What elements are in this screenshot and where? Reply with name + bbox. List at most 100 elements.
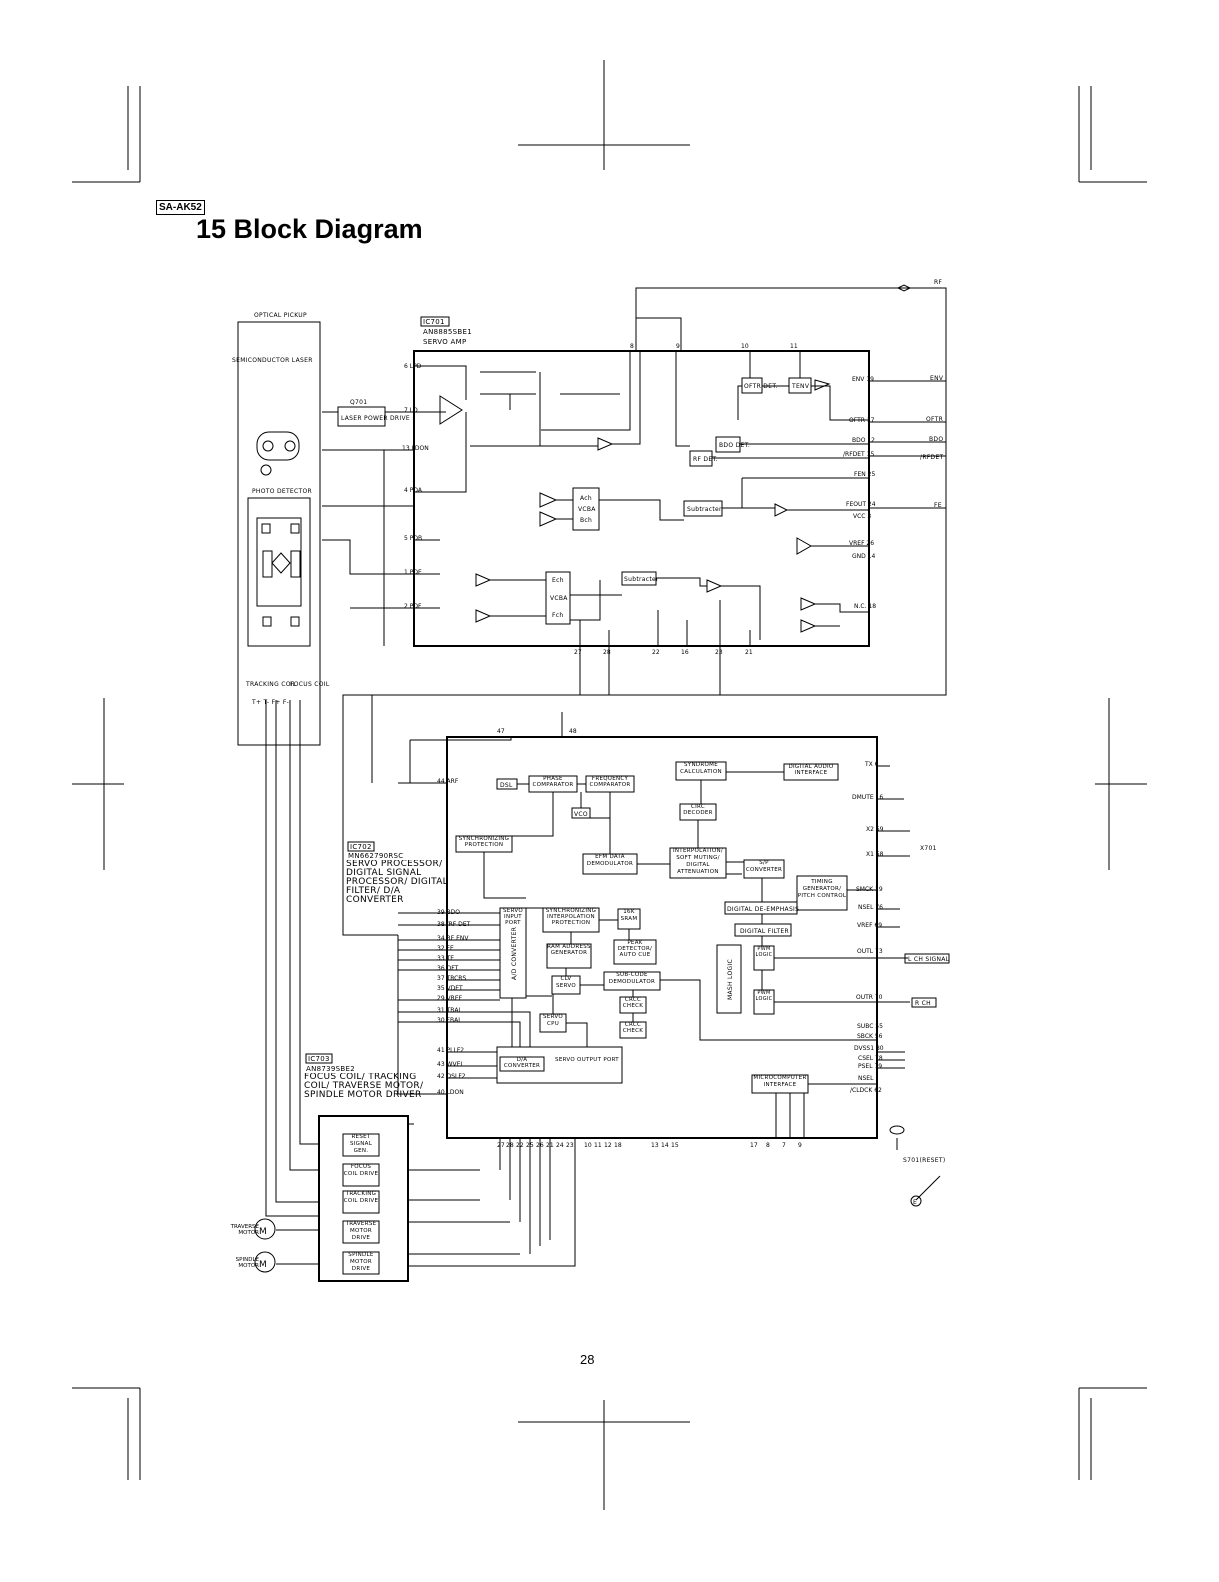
svg-text:Subtracter: Subtracter xyxy=(624,576,659,583)
svg-text:DIGITAL FILTER: DIGITAL FILTER xyxy=(740,928,789,935)
svg-text:13 LDON: 13 LDON xyxy=(402,445,429,452)
svg-text:42 DSLF2: 42 DSLF2 xyxy=(437,1073,466,1080)
svg-text:X1 58: X1 58 xyxy=(866,851,884,858)
svg-text:CSEL 78: CSEL 78 xyxy=(858,1055,883,1062)
svg-text:16: 16 xyxy=(681,649,689,656)
svg-text:31 TBAL: 31 TBAL xyxy=(437,1007,462,1014)
svg-text:Bch: Bch xyxy=(580,517,592,524)
ic701: IC701 AN8885SBE1 SERVO AMP OFTR DET. TEN… xyxy=(383,316,876,656)
spindle-motor-label: SPINDLE MOTOR xyxy=(235,1257,259,1269)
s701-reset xyxy=(889,1125,941,1207)
svg-text:PSEL 79: PSEL 79 xyxy=(858,1063,882,1070)
svg-text:36 OFT: 36 OFT xyxy=(437,965,459,972)
svg-text:8: 8 xyxy=(630,343,634,350)
svg-text:44 ARF: 44 ARF xyxy=(437,778,459,785)
lch-label: L CH SIGNAL xyxy=(908,956,950,963)
bdo-out-label: BDO xyxy=(929,436,943,443)
svg-text:FEN 25: FEN 25 xyxy=(854,471,875,478)
rf-out-label: RF xyxy=(934,279,942,286)
svg-text:OUTR 70: OUTR 70 xyxy=(856,994,883,1001)
svg-text:34 RF ENV: 34 RF ENV xyxy=(437,935,469,942)
svg-text:32 FE: 32 FE xyxy=(437,945,454,952)
laser-label: SEMICONDUCTOR LASER xyxy=(232,357,313,364)
svg-text:OUTL 73: OUTL 73 xyxy=(857,948,883,955)
ic702-bottom-pin: 23 xyxy=(566,1142,574,1149)
coil-pins: T+ T- F+ F- xyxy=(251,699,289,706)
svg-text:Ech: Ech xyxy=(552,577,564,584)
rfdet-out-label: /RFDET xyxy=(920,454,944,461)
rch-label: R CH xyxy=(915,1000,931,1007)
svg-text:Subtracter: Subtracter xyxy=(687,506,722,513)
traverse-motor-label: TRAVERSE MOTOR xyxy=(230,1224,259,1236)
svg-text:SBCK 56: SBCK 56 xyxy=(857,1033,883,1040)
svg-text:11: 11 xyxy=(790,343,798,350)
q701-ref: Q701 xyxy=(350,399,367,406)
ic702-bottom-pin: 18 xyxy=(614,1142,622,1149)
svg-text:DMUTE 16: DMUTE 16 xyxy=(852,794,883,801)
svg-text:NSEL 76: NSEL 76 xyxy=(858,904,883,911)
svg-text:9: 9 xyxy=(676,343,680,350)
traverse-motor-symbol: M xyxy=(259,1227,267,1237)
svg-text:21: 21 xyxy=(745,649,753,656)
env-out-label: ENV xyxy=(930,375,944,382)
spindle-motor: M SPINDLE MOTOR xyxy=(235,1251,276,1273)
s701-label: S701(RESET) xyxy=(903,1157,945,1164)
ic701-part: AN8885SBE1 xyxy=(423,328,472,336)
svg-text:ENV 19: ENV 19 xyxy=(852,376,874,383)
svg-text:TX 6: TX 6 xyxy=(864,761,879,768)
svg-text:41 PLLF2: 41 PLLF2 xyxy=(437,1047,464,1054)
svg-text:X2 59: X2 59 xyxy=(866,826,884,833)
photo-detector-label: PHOTO DETECTOR xyxy=(252,488,312,495)
svg-text:TENV: TENV xyxy=(791,383,810,390)
svg-text:/CLDCK 62: /CLDCK 62 xyxy=(850,1087,882,1094)
ic702-bottom-pin: 8 xyxy=(766,1142,770,1149)
ic703-name: FOCUS COIL/ TRACKING COIL/ TRAVERSE MOTO… xyxy=(304,1073,424,1100)
svg-text:4 PDA: 4 PDA xyxy=(404,487,423,494)
ic703-part: AN8739SBE2 xyxy=(306,1065,355,1073)
traverse-motor: M TRAVERSE MOTOR xyxy=(230,1218,276,1240)
page-title: 15 Block Diagram xyxy=(196,214,423,244)
ic702-bottom-pin: 13 xyxy=(651,1142,659,1149)
svg-text:27: 27 xyxy=(574,649,582,656)
pickup-title: OPTICAL PICKUP xyxy=(254,312,307,319)
svg-text:VCBA: VCBA xyxy=(550,595,568,602)
svg-text:1 PDE: 1 PDE xyxy=(404,569,422,576)
svg-text:A/D CONVERTER: A/D CONVERTER xyxy=(511,927,518,980)
svg-text:VREF 69: VREF 69 xyxy=(857,922,882,929)
ic702-bottom-pin: 14 xyxy=(661,1142,669,1149)
spindle-motor-symbol: M xyxy=(259,1260,267,1270)
svg-text:FEOUT 24: FEOUT 24 xyxy=(846,501,876,508)
svg-text:5 PDB: 5 PDB xyxy=(404,535,422,542)
svg-text:VCO: VCO xyxy=(574,811,588,818)
svg-text:10: 10 xyxy=(741,343,749,350)
svg-text:23: 23 xyxy=(715,649,723,656)
ic702-part: MN662790RSC xyxy=(348,852,404,860)
ic701-name: SERVO AMP xyxy=(423,338,467,346)
svg-text:29 VREF: 29 VREF xyxy=(437,995,463,1002)
svg-text:DVSS1 80: DVSS1 80 xyxy=(854,1045,884,1052)
svg-text:28: 28 xyxy=(603,649,611,656)
svg-text:/RFDET 15: /RFDET 15 xyxy=(843,451,874,458)
ic702: IC702 MN662790RSC SERVO PROCESSOR/ DIGIT… xyxy=(346,695,950,1149)
ic702-bottom-pin: 27 xyxy=(497,1142,505,1149)
ic702-bottom-pin: 10 xyxy=(584,1142,592,1149)
e-label: E xyxy=(913,1199,917,1206)
optical-pickup: OPTICAL PICKUP SEMICONDUCTOR LASER PHOTO… xyxy=(232,312,330,746)
ic702-name: SERVO PROCESSOR/ DIGITAL SIGNAL PROCESSO… xyxy=(346,860,448,905)
svg-text:GND 14: GND 14 xyxy=(852,553,875,560)
ic702-ref: IC702 xyxy=(350,843,372,851)
svg-text:DSL: DSL xyxy=(500,782,513,789)
svg-text:BDO DET.: BDO DET. xyxy=(719,442,750,449)
svg-text:47: 47 xyxy=(497,728,505,735)
svg-text:DIGITAL DE-EMPHASIS: DIGITAL DE-EMPHASIS xyxy=(727,906,799,913)
rf-bus xyxy=(322,284,947,936)
svg-text:Ach: Ach xyxy=(580,495,592,502)
x701-ref: X701 xyxy=(920,845,937,852)
svg-text:VREF 26: VREF 26 xyxy=(849,540,874,547)
ic703-ref: IC703 xyxy=(308,1055,330,1063)
svg-text:BDO 12: BDO 12 xyxy=(852,437,875,444)
svg-text:22: 22 xyxy=(652,649,660,656)
svg-text:MASH LOGIC: MASH LOGIC xyxy=(727,959,734,1000)
svg-text:Fch: Fch xyxy=(552,612,563,619)
